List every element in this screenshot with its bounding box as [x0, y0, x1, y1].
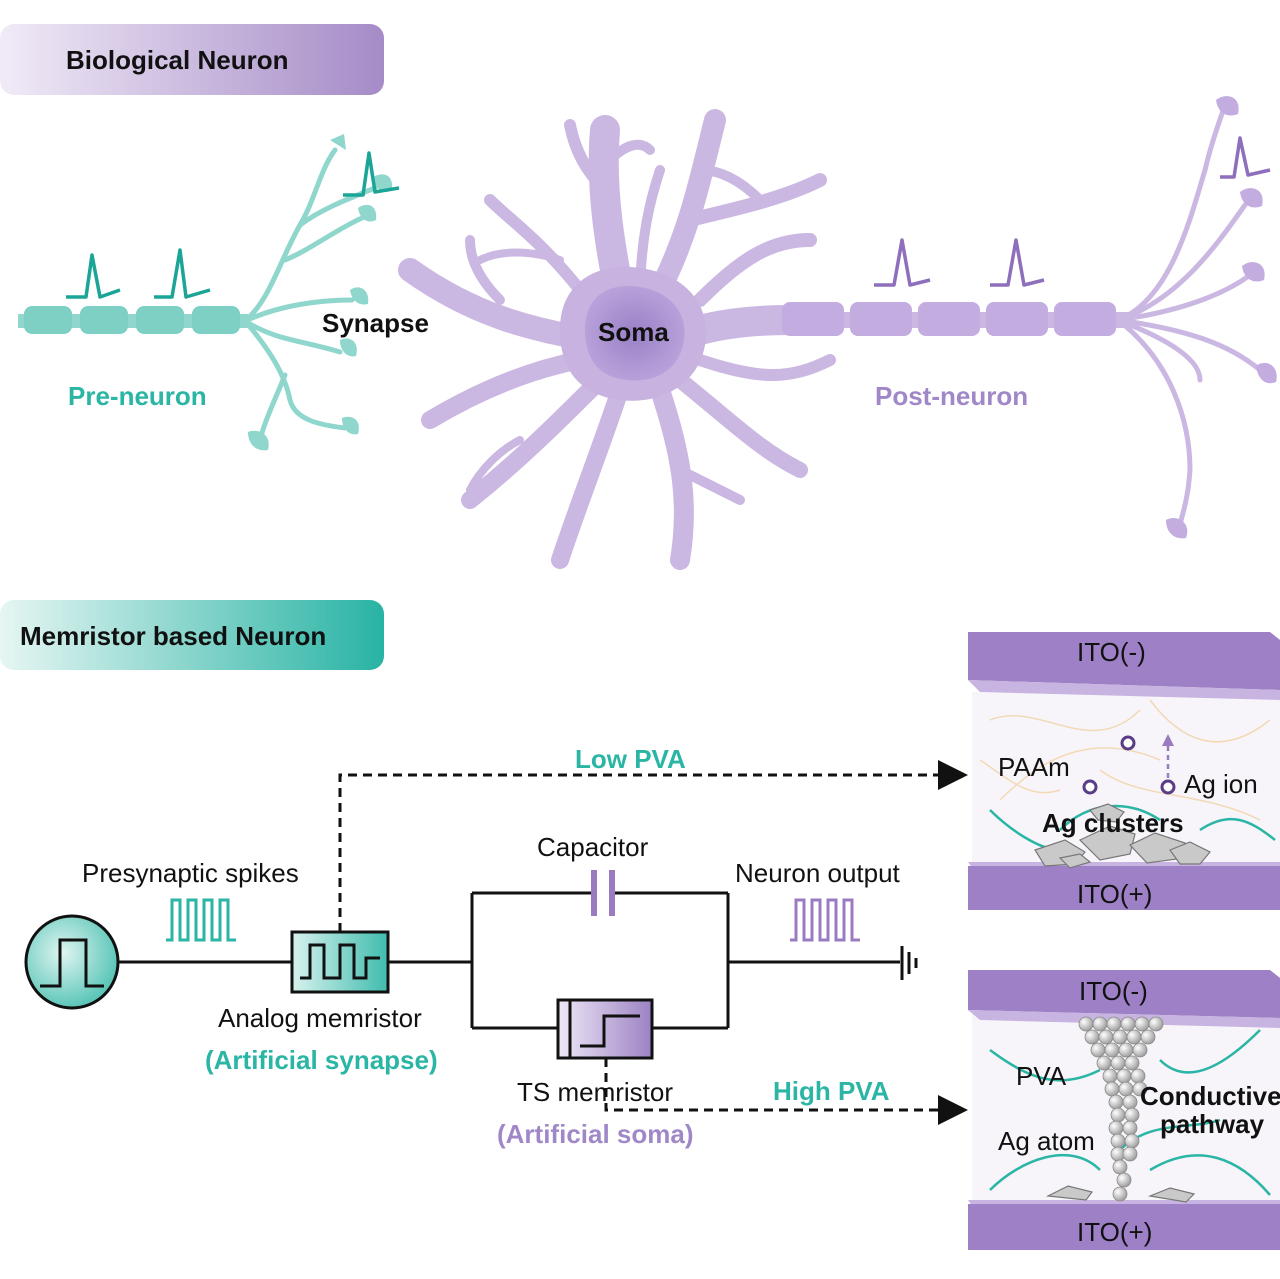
device-top: ITO(-) ITO(+) PAAm Ag ion Ag clusters [968, 632, 1280, 910]
ito-top-label: ITO(-) [1077, 637, 1146, 667]
capacitor-symbol [591, 870, 615, 916]
biological-banner: Biological Neuron [0, 24, 384, 95]
presynaptic-pulse-train [166, 898, 236, 942]
spike-icon [874, 238, 931, 287]
conductive-label: Conductive [1140, 1081, 1280, 1111]
memristor-banner-label: Memristor based Neuron [20, 621, 326, 651]
circuit [24, 760, 968, 1125]
memristor-banner: Memristor based Neuron [0, 600, 384, 670]
soma-label: Soma [598, 317, 669, 347]
artificial-synapse-label: (Artificial synapse) [205, 1045, 438, 1075]
ground-icon [900, 946, 918, 980]
ag-ion-icon [1082, 735, 1176, 795]
soma-cell: Soma [398, 109, 836, 570]
paam-label: PAAm [998, 752, 1070, 782]
pulse-source [24, 914, 120, 1010]
pre-neuron-label: Pre-neuron [68, 381, 207, 411]
pre-neuron [18, 134, 400, 451]
high-pva-label: High PVA [773, 1076, 890, 1106]
spike-icon [154, 248, 211, 299]
low-pva-label: Low PVA [575, 744, 686, 774]
ts-memristor-label: TS memristor [517, 1077, 673, 1107]
post-neuron [780, 96, 1277, 539]
ito-top-label: ITO(-) [1079, 976, 1148, 1006]
pathway-label: pathway [1160, 1109, 1265, 1139]
pva-label: PVA [1016, 1061, 1067, 1091]
synapse-label: Synapse [322, 308, 429, 338]
presynaptic-spikes-label: Presynaptic spikes [82, 858, 299, 888]
spike-icon [66, 253, 121, 299]
ag-atom-label: Ag atom [998, 1126, 1095, 1156]
spike-icon [343, 151, 400, 197]
biological-banner-label: Biological Neuron [66, 45, 288, 75]
square-pulse-icon [40, 938, 104, 988]
conductive-pathway-balls [1078, 1016, 1164, 1202]
ag-ion-label: Ag ion [1184, 769, 1258, 799]
high-pva-arrow [604, 1058, 968, 1125]
ito-bottom-label: ITO(+) [1077, 879, 1152, 909]
ag-clusters-label: Ag clusters [1042, 808, 1184, 838]
spike-icon [1220, 136, 1271, 179]
post-neuron-label: Post-neuron [875, 381, 1028, 411]
low-pva-arrow [338, 760, 968, 932]
device-bottom: ITO(-) ITO(+) PVA Ag atom Conductive pat… [968, 970, 1280, 1250]
spike-icon [990, 238, 1045, 287]
neuron-output-label: Neuron output [735, 858, 901, 888]
analog-memristor-label: Analog memristor [218, 1003, 422, 1033]
capacitor-label: Capacitor [537, 832, 649, 862]
artificial-soma-label: (Artificial soma) [497, 1119, 694, 1149]
ito-bottom-label: ITO(+) [1077, 1217, 1152, 1247]
output-pulse-train [790, 898, 860, 942]
